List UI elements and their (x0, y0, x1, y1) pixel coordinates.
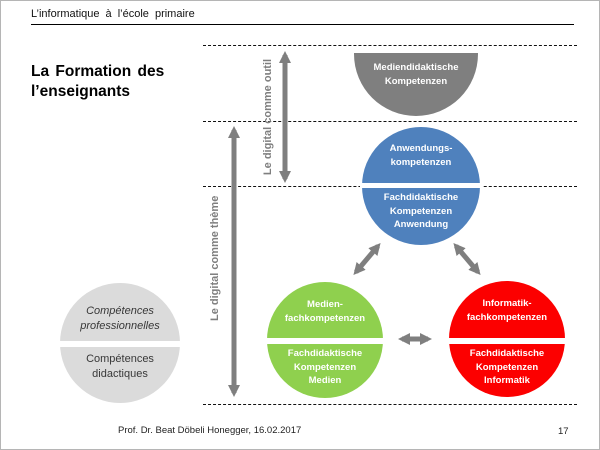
dashed-separator-4 (203, 404, 577, 405)
circle-informatikfachkompetenzen: Informatik- fachkompetenzen Fachdidaktis… (447, 281, 567, 397)
circle-medienfachkompetenzen: Medien- fachkompetenzen Fachdidaktische … (265, 282, 385, 398)
footer-author-date: Prof. Dr. Beat Döbeli Honegger, 16.02.20… (118, 425, 302, 436)
circle-divider (265, 338, 385, 344)
circle-divider (447, 338, 567, 344)
page-title: La Formation des l’enseignants (31, 63, 165, 100)
medien-bottom-label: Fachdidaktische Kompetenzen Medien (287, 348, 363, 386)
informatik-bottom-label: Fachdidaktische Kompetenzen Informatik (469, 348, 545, 386)
anwendung-top-label: Anwendungs- kompetenzen (389, 143, 453, 168)
medien-top-label: Medien- fachkompetenzen (284, 299, 366, 324)
arrow-anwendung-medien (353, 242, 381, 276)
slide-header: L’informatique à l’école primaire (31, 8, 195, 20)
circle-divider (360, 183, 482, 188)
competences-top-label: Compétences professionnelles (80, 305, 160, 332)
mediendidaktik-label: Mediendidaktische Kompetenzen (373, 62, 459, 87)
competences-bottom-label: Compétences didactiques (86, 353, 154, 380)
circle-competences: Compétences professionnelles Compétences… (58, 283, 182, 403)
circle-divider (58, 341, 182, 347)
page-number: 17 (558, 426, 569, 437)
circle-anwendungskompetenzen: Anwendungs- kompetenzen Fachdidaktische … (360, 127, 482, 245)
dashed-separator-1 (203, 45, 577, 46)
anwendung-bottom-label: Fachdidaktische Kompetenzen Anwendung (383, 192, 459, 230)
header-divider (31, 24, 574, 25)
axis-label-digital-outil: Le digital comme outil (262, 58, 274, 176)
arrow-anwendung-informatik (453, 242, 481, 276)
axis-label-digital-theme: Le digital comme thème (209, 195, 221, 321)
dashed-separator-2 (203, 121, 577, 122)
informatik-top-label: Informatik- fachkompetenzen (466, 298, 548, 323)
circle-mediendidaktische-kompetenzen: Mediendidaktische Kompetenzen (354, 53, 478, 116)
